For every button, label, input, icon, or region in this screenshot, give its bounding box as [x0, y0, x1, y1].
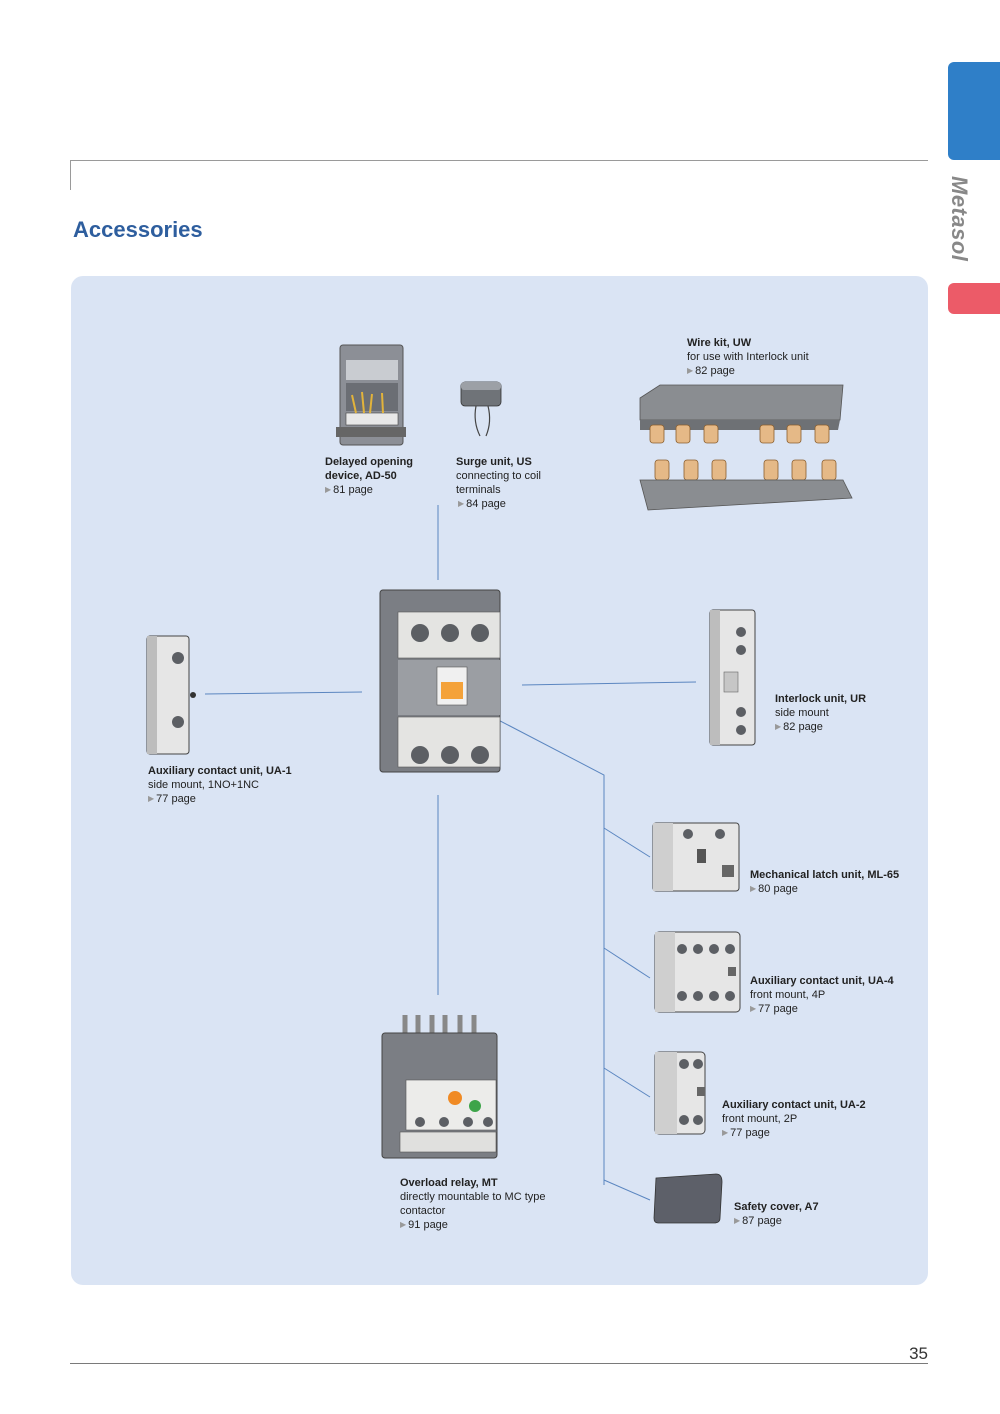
ur-name: Interlock unit, UR	[775, 693, 867, 705]
uw-page-ref[interactable]: 82 page	[687, 364, 809, 379]
ad50-label: Delayed opening device, AD-50 81 page	[325, 455, 413, 498]
section-title: Accessories	[73, 217, 203, 242]
ua4-label: Auxiliary contact unit, UA-4 front mount…	[750, 974, 894, 1017]
mt-label: Overload relay, MT directly mountable to…	[400, 1176, 546, 1233]
ua4-name: Auxiliary contact unit, UA-4	[750, 975, 894, 987]
ur-label: Interlock unit, UR side mount 82 page	[775, 692, 866, 735]
header-rule-tick	[70, 160, 71, 190]
mt-page-ref[interactable]: 91 page	[400, 1218, 546, 1233]
us-page-ref[interactable]: 84 page	[458, 497, 541, 512]
ua1-desc-1: side mount, 1NO+1NC	[148, 779, 259, 791]
ua1-label: Auxiliary contact unit, UA-1 side mount,…	[148, 764, 292, 807]
side-tab-red	[948, 283, 1000, 314]
ml65-page-ref[interactable]: 80 page	[750, 882, 899, 897]
us-label: Surge unit, US connecting to coil termin…	[456, 455, 541, 512]
ur-page-ref[interactable]: 82 page	[775, 720, 866, 735]
mt-name: Overload relay, MT	[400, 1177, 498, 1189]
ad50-name-line2: device, AD-50	[325, 470, 397, 482]
mt-desc-2: contactor	[400, 1205, 446, 1217]
ua4-page-ref[interactable]: 77 page	[750, 1002, 894, 1017]
a7-name: Safety cover, A7	[734, 1201, 819, 1213]
ua1-name: Auxiliary contact unit, UA-1	[148, 765, 292, 777]
ml65-name: Mechanical latch unit, ML-65	[750, 869, 900, 881]
us-name: Surge unit, US	[456, 456, 532, 468]
ua2-label: Auxiliary contact unit, UA-2 front mount…	[722, 1098, 866, 1141]
ur-desc-1: side mount	[775, 707, 829, 719]
mt-desc-1: directly mountable to MC type	[400, 1191, 546, 1203]
page-number: 35	[909, 1344, 928, 1363]
a7-label: Safety cover, A7 87 page	[734, 1200, 819, 1229]
ad50-page-ref[interactable]: 81 page	[325, 483, 413, 498]
ad50-name-line1: Delayed opening	[325, 456, 414, 468]
uw-name: Wire kit, UW	[687, 337, 752, 349]
uw-desc-1: for use with Interlock unit	[687, 351, 809, 363]
footer-rule	[70, 1363, 928, 1364]
ua2-page-ref[interactable]: 77 page	[722, 1126, 866, 1141]
ua4-desc-1: front mount, 4P	[750, 989, 826, 1001]
ua2-name: Auxiliary contact unit, UA-2	[722, 1099, 866, 1111]
side-tab-blue	[948, 62, 1000, 160]
ml65-label: Mechanical latch unit, ML-65 80 page	[750, 868, 899, 897]
ua2-desc-1: front mount, 2P	[722, 1113, 798, 1125]
us-desc-2: terminals	[456, 484, 501, 496]
a7-page-ref[interactable]: 87 page	[734, 1214, 819, 1229]
side-tab-label: Metasol	[947, 176, 972, 262]
us-desc-1: connecting to coil	[456, 470, 541, 482]
ua1-page-ref[interactable]: 77 page	[148, 792, 292, 807]
uw-label: Wire kit, UW for use with Interlock unit…	[687, 336, 809, 379]
header-rule	[70, 160, 928, 161]
